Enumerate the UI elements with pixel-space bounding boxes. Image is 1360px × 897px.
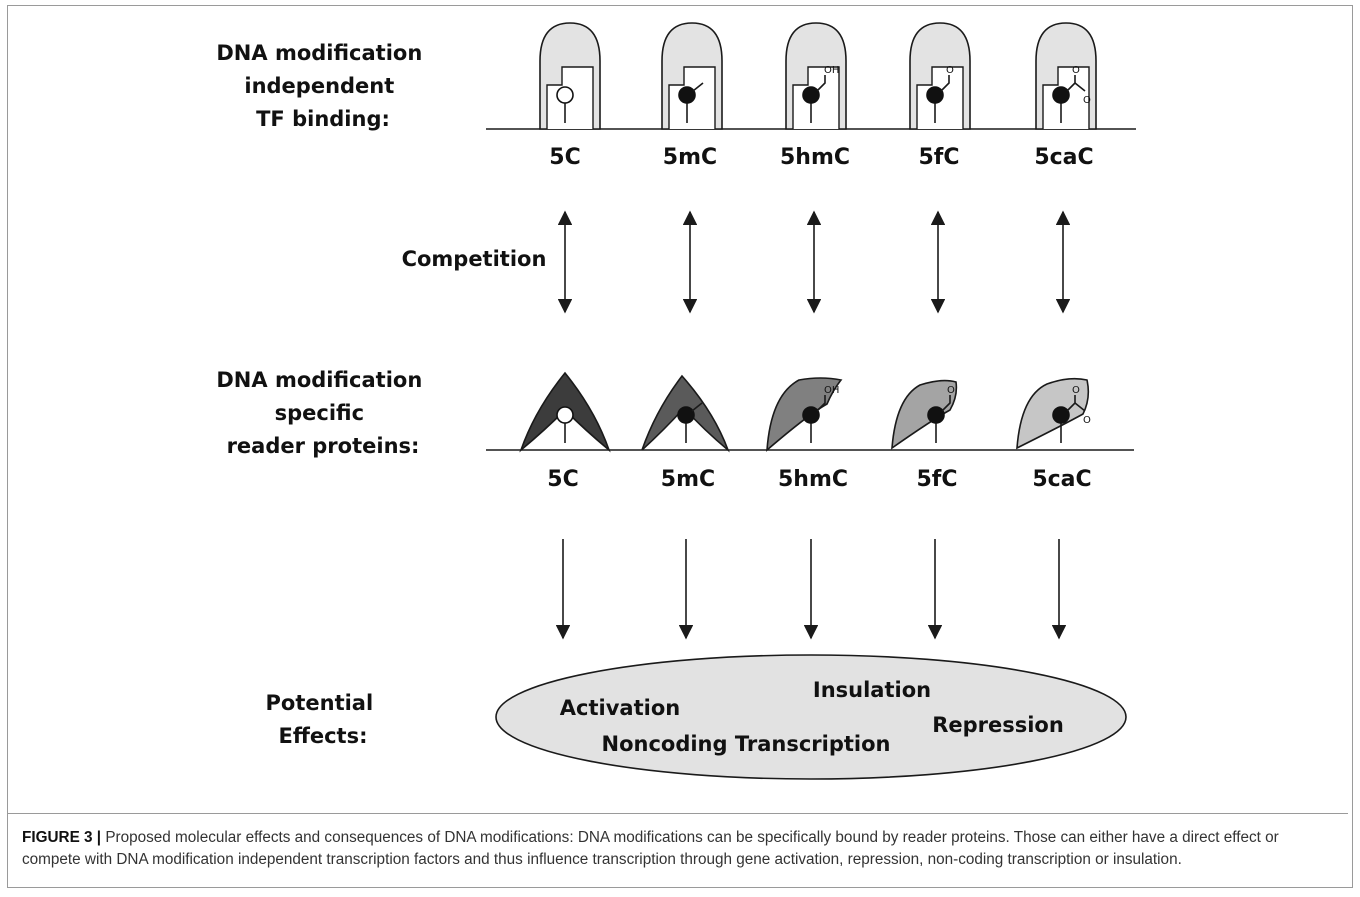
modification-names-top: 5C 5mC 5hmC 5fC 5caC: [549, 145, 1093, 170]
tf-5hmc: OH: [785, 22, 847, 130]
tf-hydroxymethyl-group-5hmc: [816, 75, 826, 92]
middle-label-line-1: DNA modification: [216, 368, 422, 392]
mod-name-top-5mc: 5mC: [663, 145, 717, 170]
reader-methyl-group-5mc: [691, 402, 703, 412]
caption-text: Proposed molecular effects and consequen…: [22, 829, 1279, 868]
reader-carboxyl-arm-5cac: [1074, 402, 1086, 412]
competition-label: Competition: [402, 247, 547, 271]
reader-5c: [519, 371, 611, 453]
figure-caption: FIGURE 3 | Proposed molecular effects an…: [8, 813, 1348, 871]
reader-base-5mc: [677, 406, 695, 424]
reader-o-label-2-5cac: O: [1083, 415, 1091, 426]
tf-base-5cac: [1052, 86, 1070, 104]
mod-name-mid-5fc: 5fC: [916, 467, 957, 492]
figure-frame: [7, 5, 1353, 888]
top-label-line-2: independent: [244, 74, 394, 98]
tf-5fc: O: [909, 22, 971, 130]
reader-oh-label-5hmc: OH: [824, 385, 839, 396]
reader-5cac: OO: [1016, 377, 1091, 450]
tf-base-5mc: [678, 86, 696, 104]
reader-shape-5mc: [641, 374, 730, 453]
reader-formyl-group-5fc: [941, 395, 951, 412]
mod-name-top-5cac: 5caC: [1034, 145, 1093, 170]
tf-oh-label-5hmc: OH: [824, 65, 839, 76]
caption-prefix: FIGURE 3 |: [22, 829, 102, 846]
effects-label-line-1: Potential: [266, 691, 374, 715]
middle-label-line-3: reader proteins:: [227, 434, 420, 458]
reader-base-5c: [556, 406, 574, 424]
mod-name-top-5fc: 5fC: [918, 145, 959, 170]
tf-o-label-5fc: O: [946, 65, 954, 76]
tf-base-5fc: [926, 86, 944, 104]
top-label-line-3: TF binding:: [256, 107, 390, 131]
reader-base-5fc: [927, 406, 945, 424]
effect-noncoding-transcription: Noncoding Transcription: [602, 732, 891, 756]
tf-base-5hmc: [802, 86, 820, 104]
effects-label-line-2: Effects:: [279, 724, 368, 748]
reader-hydroxymethyl-group-5hmc: [816, 395, 826, 412]
tf-5mc: [661, 22, 723, 130]
tf-carboxyl-arm-5cac: [1074, 82, 1086, 92]
reader-base-5hmc: [802, 406, 820, 424]
tf-base-5c: [556, 86, 574, 104]
tf-formyl-group-5fc: [940, 75, 950, 92]
mod-name-mid-5mc: 5mC: [661, 467, 715, 492]
effect-arrows: [555, 539, 1067, 640]
mod-name-top-5hmc: 5hmC: [780, 145, 850, 170]
mod-name-top-5c: 5C: [549, 145, 580, 170]
top-label: DNA modification independent TF binding:: [216, 41, 429, 131]
tf-methyl-group-5mc: [692, 82, 704, 92]
reader-5fc: O: [891, 379, 958, 450]
reader-shape-5c: [519, 371, 611, 453]
effects-label: Potential Effects:: [266, 691, 381, 748]
reader-5mc: [641, 374, 730, 453]
top-label-line-1: DNA modification: [216, 41, 422, 65]
tf-o-label-2-5cac: O: [1083, 95, 1091, 106]
mod-name-mid-5cac: 5caC: [1032, 467, 1091, 492]
effect-activation: Activation: [560, 696, 680, 720]
effect-repression: Repression: [932, 713, 1064, 737]
effects-ellipse: [495, 654, 1127, 780]
middle-label-line-2: specific: [275, 401, 364, 425]
mod-name-mid-5hmc: 5hmC: [778, 467, 848, 492]
reader-o-label-1-5cac: O: [1072, 385, 1080, 396]
effect-insulation: Insulation: [813, 678, 931, 702]
tf-5c: [539, 22, 601, 130]
modification-names-middle: 5C 5mC 5hmC 5fC 5caC: [547, 467, 1091, 492]
figure-diagram: DNA modification independent TF binding:…: [216, 22, 1136, 780]
competition-arrows: [557, 210, 1071, 314]
reader-base-5cac: [1052, 406, 1070, 424]
mod-name-mid-5c: 5C: [547, 467, 578, 492]
middle-label: DNA modification specific reader protein…: [216, 368, 429, 458]
tf-o-label-1-5cac: O: [1072, 65, 1080, 76]
reader-5hmc: OH: [766, 377, 843, 452]
reader-o-label-5fc: O: [947, 385, 955, 396]
tf-5cac: OO: [1035, 22, 1097, 130]
